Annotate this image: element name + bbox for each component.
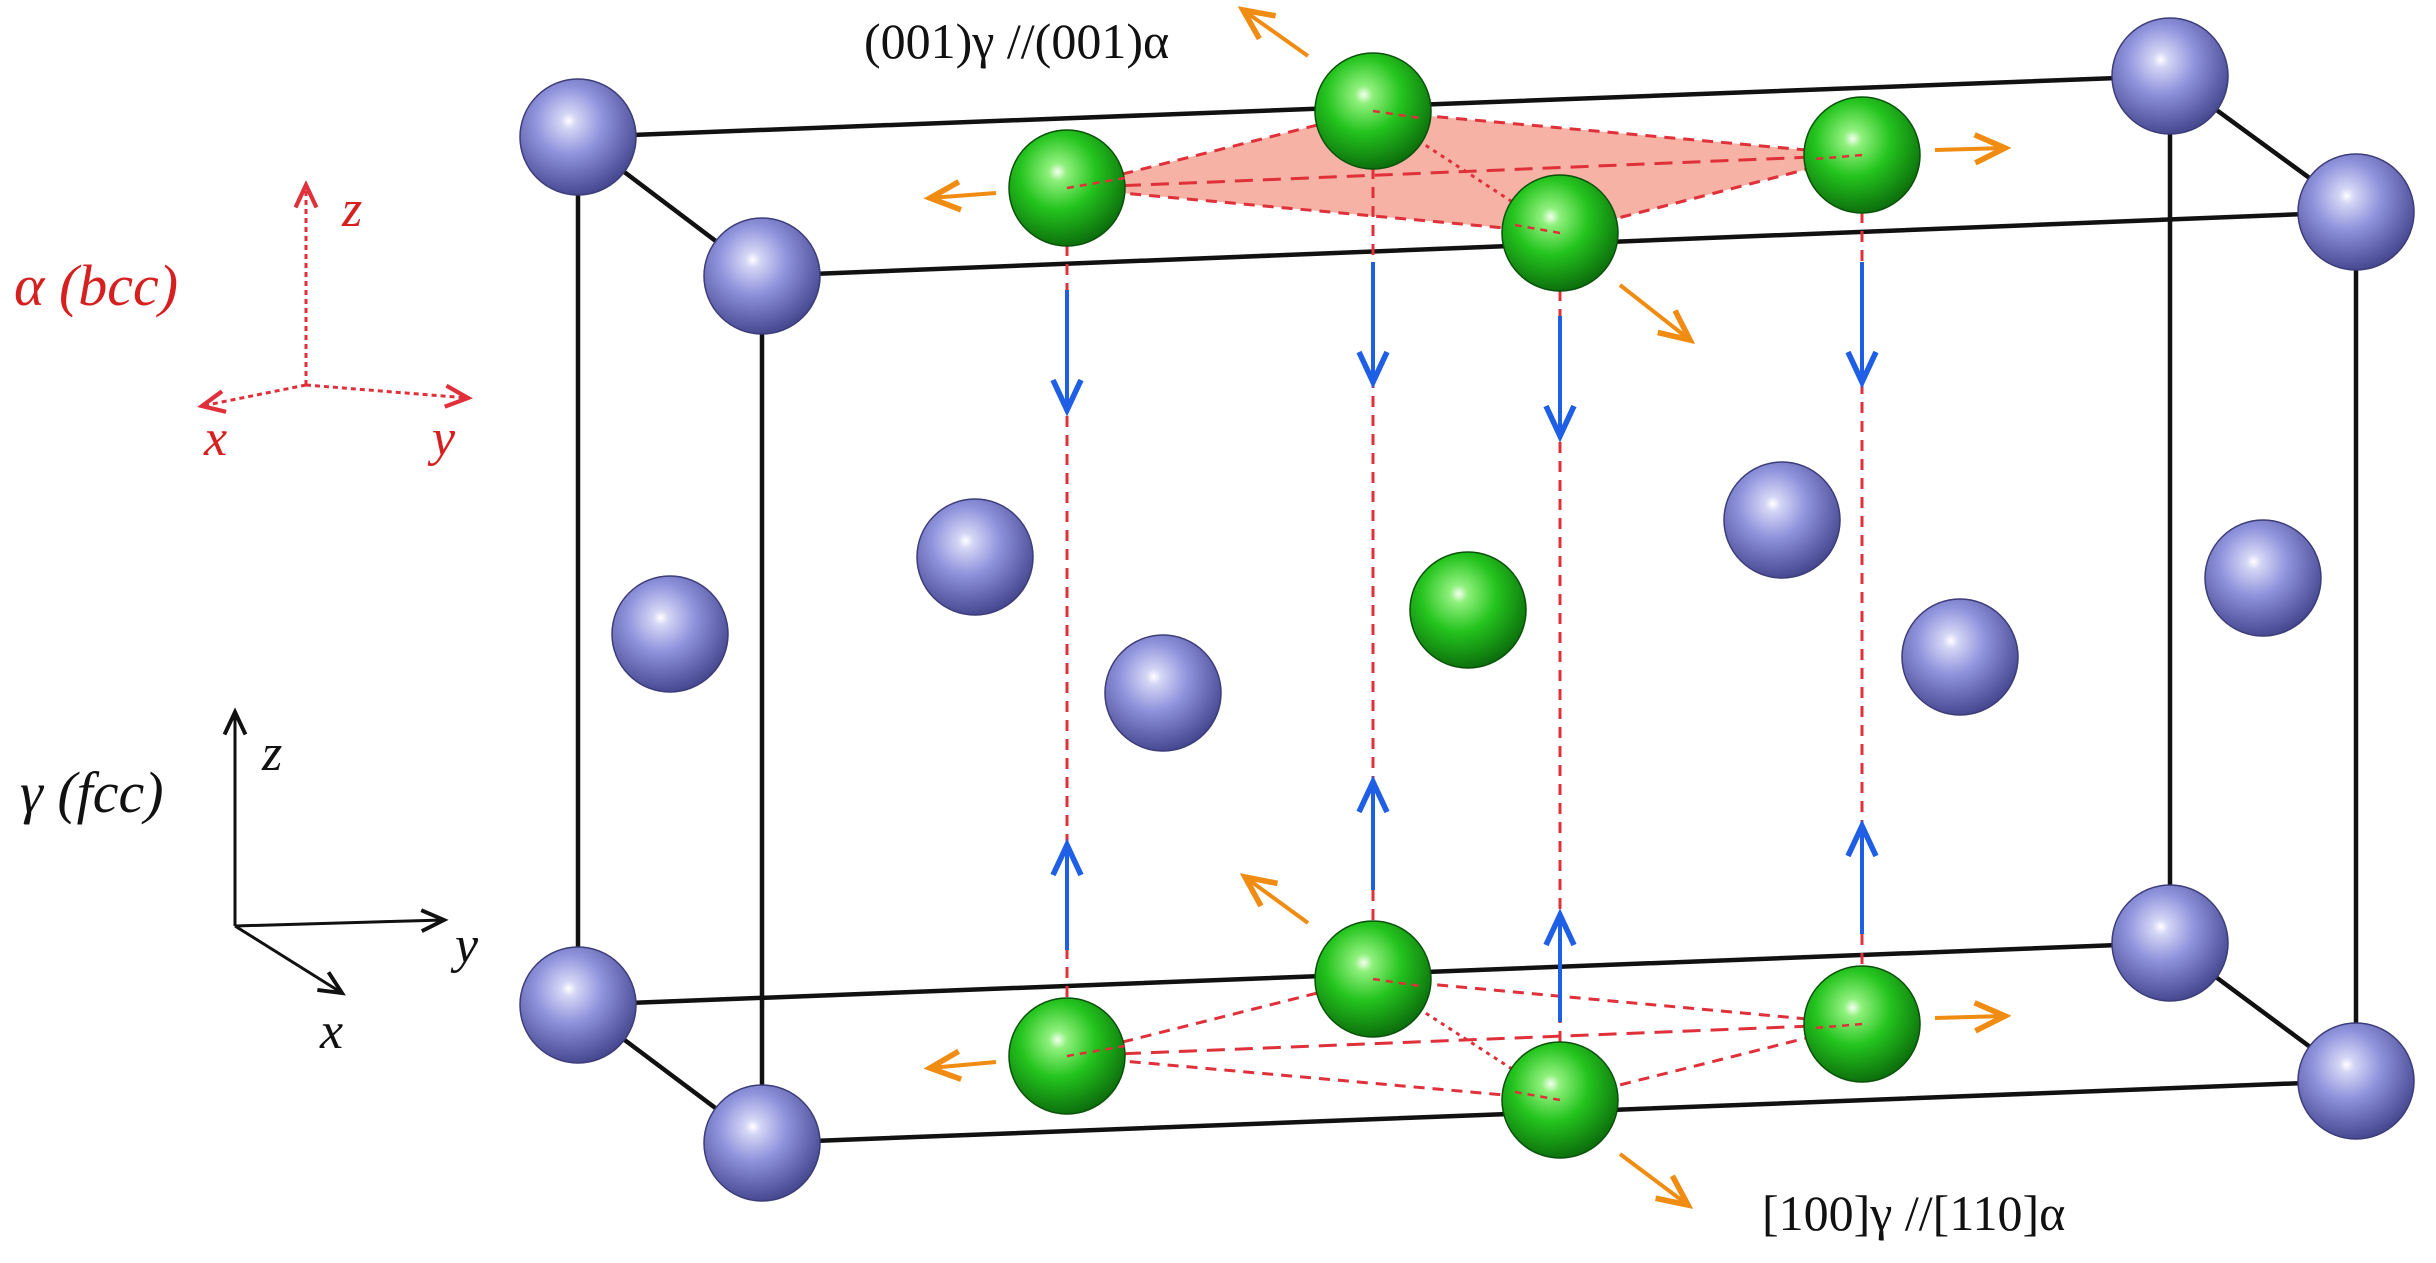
atom-corner-top-front-left	[703, 217, 821, 335]
atom-corner-top-back-left	[519, 78, 637, 196]
gamma-axis-y-line	[234, 920, 444, 926]
fcc-atoms	[519, 17, 2322, 1064]
atom-corner-bottom-back-left	[519, 946, 637, 1064]
alpha-axis-y-label: y	[427, 410, 456, 467]
alpha-phase-label: α (bcc)	[14, 253, 178, 318]
atom-face-inner-2	[1104, 634, 1222, 752]
alpha-axis-x-label: x	[203, 410, 227, 467]
gamma-axes	[235, 712, 444, 993]
orange-arrow-top-front	[1618, 283, 1690, 340]
atom-face-inner-3	[1723, 461, 1841, 579]
orange-arrow-bottom-back	[1245, 877, 1310, 925]
orange-arrow-top-right	[1934, 148, 2005, 150]
atom-face-inner-4	[1901, 598, 2019, 716]
orange-arrow-bottom-front	[1618, 1152, 1688, 1205]
atom-face-left	[611, 575, 729, 693]
alpha-axis-x-line	[202, 383, 307, 406]
fcc-front-corner-atoms	[703, 153, 2415, 1202]
atom-face-inner-1	[916, 498, 1034, 616]
atom-corner-bottom-front-right	[2297, 1022, 2415, 1140]
orange-arrow-top-left	[930, 193, 997, 198]
atom-face-right	[2204, 519, 2322, 637]
expansion-arrows	[930, 10, 2005, 1205]
atom-corner-top-back-right	[2111, 17, 2229, 135]
plane-relation-label: (001)γ //(001)α	[864, 13, 1169, 69]
gamma-axis-z-label: z	[261, 725, 282, 782]
orange-arrow-top-back	[1243, 10, 1310, 58]
atom-corner-bottom-front-left	[703, 1084, 821, 1202]
gamma-phase-label: γ (fcc)	[20, 760, 164, 825]
atom-center	[1409, 551, 1527, 669]
orange-arrow-bottom-left	[930, 1062, 997, 1068]
atom-corner-top-front-right	[2297, 153, 2415, 271]
alpha-axis-y-line	[305, 383, 468, 398]
bcc-atom-overlay-lines	[1066, 109, 1863, 1102]
direction-relation-label: [100]γ //[110]α	[1762, 1185, 2065, 1241]
alpha-axis-z-label: z	[341, 181, 362, 238]
gamma-axis-x-line	[234, 924, 342, 993]
gamma-axis-x-label: x	[319, 1003, 343, 1060]
bcc-bottom-diagonal-1	[1066, 1022, 1863, 1058]
compression-arrows	[1067, 262, 1862, 1022]
gamma-axis-y-label: y	[450, 917, 479, 974]
alpha-axes	[202, 185, 468, 406]
orange-arrow-bottom-right	[1934, 1016, 2005, 1018]
atom-corner-bottom-back-right	[2111, 884, 2229, 1002]
